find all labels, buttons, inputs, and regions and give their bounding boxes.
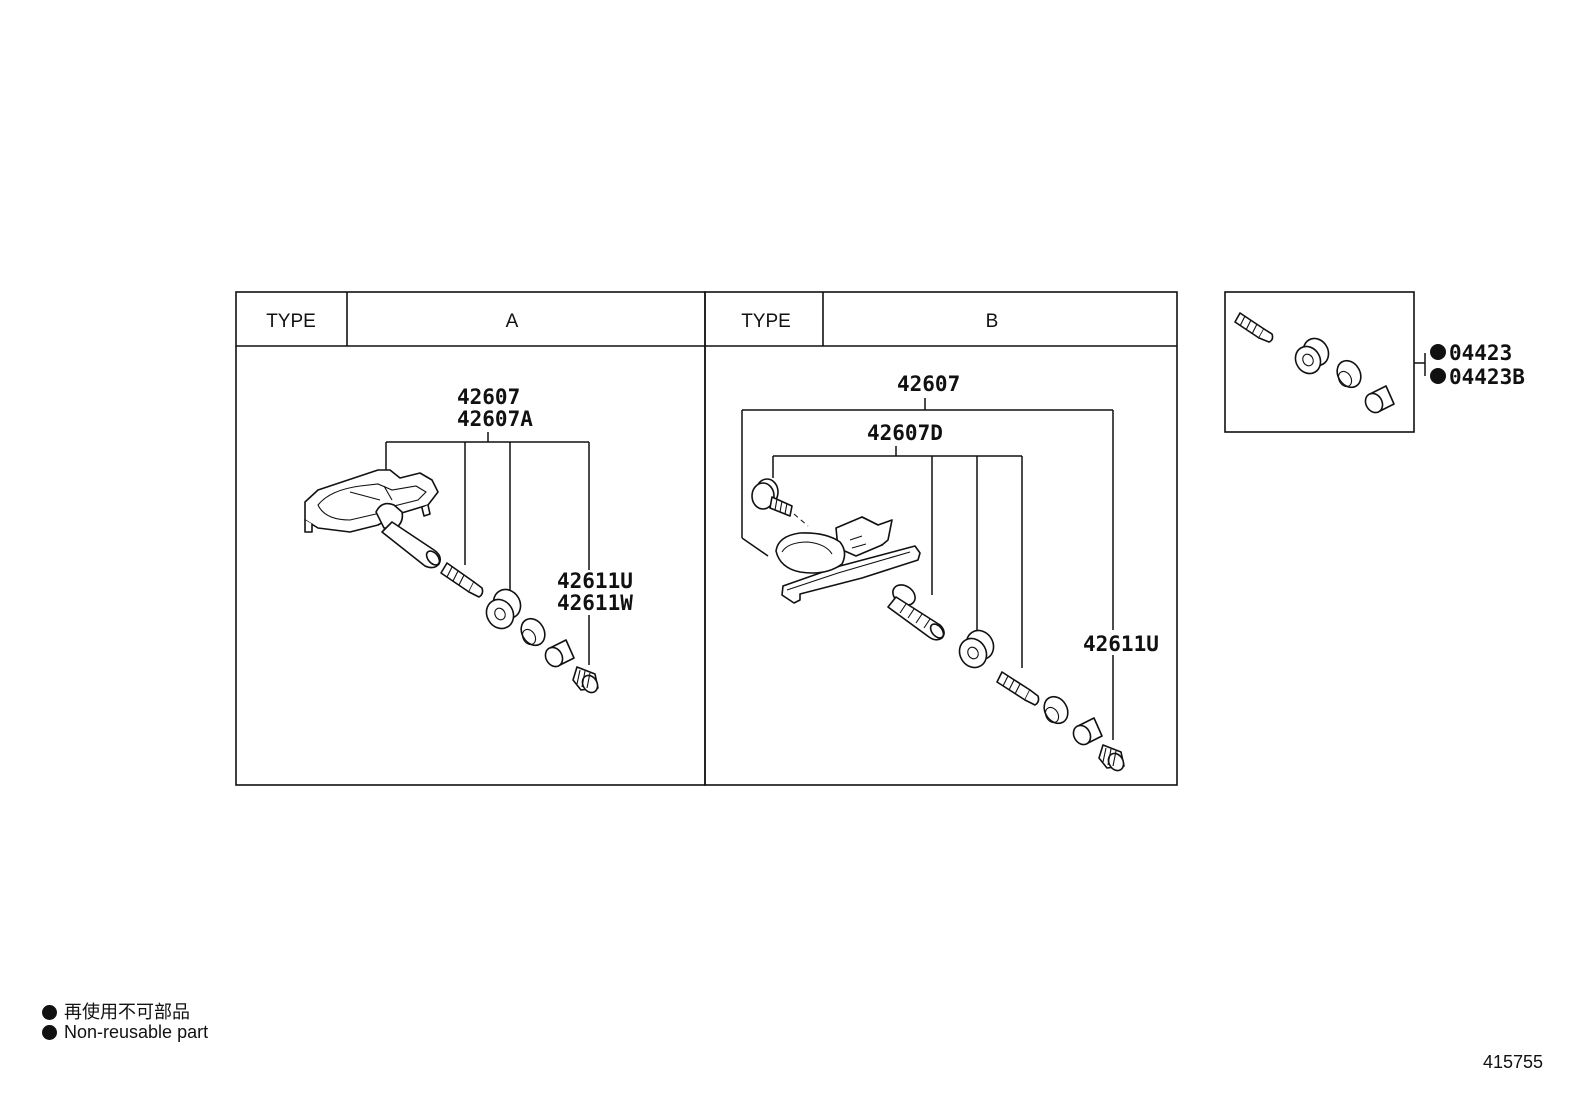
nut-a [544,639,575,668]
nut-b [1072,717,1103,746]
leader-lines-a [385,432,590,665]
kit-grommet [1294,337,1330,375]
tpms-sensor-a [304,469,441,569]
callout-42611U-a: 42611U [557,569,633,593]
panel-type-a: TYPE A 42607 42607A 42611U 42611W [235,291,706,786]
panel-type-b: TYPE B 42607 42607D 42611U [704,291,1178,786]
kit-washer [1336,359,1362,389]
valve-cap-a [572,666,599,694]
legend-english-text: Non-reusable part [64,1022,209,1042]
callout-42611W: 42611W [557,591,633,615]
grommet-a [485,588,522,630]
type-a-header-value: A [506,311,519,332]
valve-stem-b [887,584,945,641]
callout-42611U-b: 42611U [1083,632,1159,656]
callout-42607-b: 42607 [897,372,960,396]
callout-04423: 04423 [1449,341,1512,365]
legend-japanese-text: 再使用不可部品 [64,1002,190,1022]
leader-lines-b [741,398,1114,740]
grommet-b [958,629,995,669]
panel-kit: 04423 04423B [1224,291,1525,433]
type-a-header-label: TYPE [266,311,316,332]
washer-a [520,617,546,647]
callout-42607D: 42607D [867,421,943,445]
tpms-sensor-b [775,516,921,604]
valve-core-a [440,562,484,598]
non-reusable-marker-04423 [1430,344,1446,360]
screw-b [751,478,809,527]
kit-valve-core [1234,312,1274,343]
illustration-number: 415755 [1483,1052,1544,1072]
callout-42607A: 42607A [457,407,533,431]
non-reusable-marker-04423B [1430,368,1446,384]
legend-japanese: 再使用不可部品 [42,998,190,1024]
type-b-header-value: B [986,311,999,332]
type-b-header-label: TYPE [741,311,791,332]
legend-bullet-icon [42,1005,57,1020]
washer-b [1043,695,1069,725]
legend-english: Non-reusable part [42,1022,208,1043]
callout-42607-a: 42607 [457,385,520,409]
legend-bullet-icon [42,1025,57,1040]
valve-cap-b [1098,744,1125,772]
callout-04423B: 04423B [1449,365,1525,389]
valve-core-b [996,671,1040,706]
kit-nut [1364,385,1395,414]
